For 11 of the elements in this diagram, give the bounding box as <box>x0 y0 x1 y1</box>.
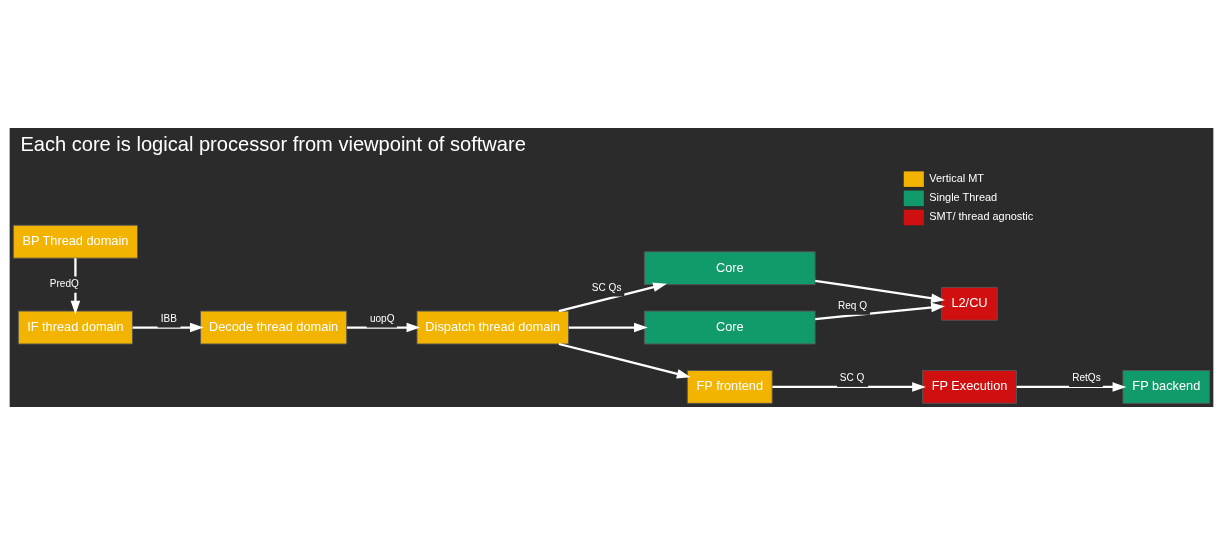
edge-label: PredQ <box>49 277 79 289</box>
legend-label: Vertical MT <box>929 171 985 184</box>
edge-label: SC Qs <box>591 281 622 293</box>
edge-label: IBB <box>160 312 177 324</box>
legend-label: SMT/ thread agnostic <box>929 209 1034 222</box>
edge-label: uopQ <box>369 312 395 324</box>
edge-label: RetQs <box>1072 371 1101 383</box>
edge-label: Req Q <box>837 299 867 311</box>
edge-label: SC Q <box>839 371 865 383</box>
diagram-title: Each core is logical processor from viewpoint of software <box>20 132 526 155</box>
legend-label: Single Thread <box>929 190 998 203</box>
